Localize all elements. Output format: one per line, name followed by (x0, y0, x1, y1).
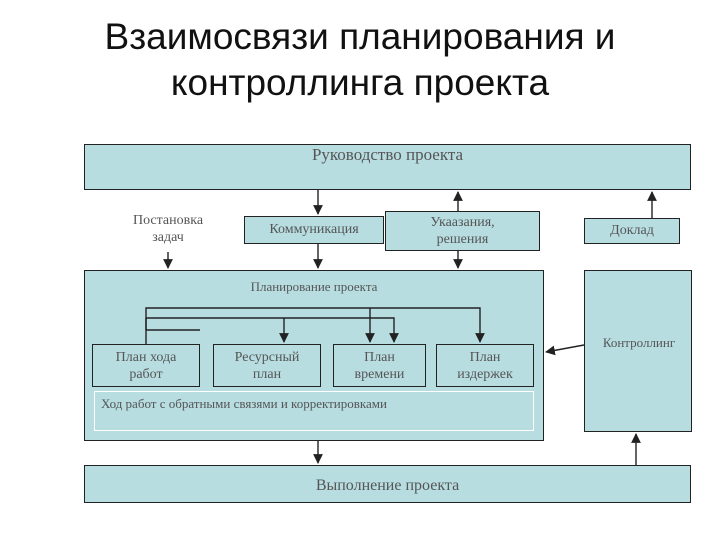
report-box: Доклад (584, 218, 680, 244)
time-plan-line1: План (364, 349, 395, 365)
controlling-label: Контроллинг (602, 335, 676, 350)
arrow-controlling-to-planning (545, 344, 585, 356)
resource-plan-line2: план (252, 366, 282, 382)
feedback-loop-inner (146, 317, 399, 343)
feedback-loop-outer (145, 307, 485, 344)
resource-plan-line1: Ресурсный (234, 349, 300, 365)
resource-plan-box: Ресурсный план (213, 344, 321, 387)
task-setting-line1: Постановка (132, 213, 204, 228)
work-progress-strip: Ход работ с обратными связями и корректи… (94, 391, 534, 431)
work-plan-line1: План хода (115, 349, 177, 365)
work-plan-line2: работ (129, 366, 163, 382)
work-plan-box: План хода работ (92, 344, 200, 387)
work-progress-label: Ход работ с обратными связями и корректи… (101, 396, 387, 411)
slide-title: Взаимосвязи планирования и контроллинга … (0, 14, 720, 106)
cost-plan-box: План издержек (436, 344, 534, 387)
cost-plan-line2: издержек (457, 366, 513, 382)
controlling-box: Контроллинг (584, 270, 692, 432)
communication-label: Коммуникация (269, 222, 359, 237)
instructions-line2: решения (436, 232, 489, 247)
management-label: Руководство проекта (311, 145, 464, 164)
management-box: Руководство проекта (84, 144, 691, 190)
report-label: Доклад (610, 223, 654, 238)
planning-label: Планирование проекта (250, 279, 378, 294)
cost-plan-line1: План (469, 349, 501, 365)
task-setting-label: Постановка задач (106, 212, 230, 246)
slide-title-line1: Взаимосвязи планирования и (104, 16, 616, 57)
instructions-box: Укаазания, решения (385, 211, 540, 251)
time-plan-line2: времени (354, 366, 405, 382)
time-plan-box: План времени (333, 344, 426, 387)
task-setting-line2: задач (152, 230, 184, 245)
execution-label: Выполнение проекта (315, 477, 460, 494)
instructions-line1: Укаазания, (430, 215, 495, 230)
execution-box: Выполнение проекта (84, 465, 691, 503)
communication-box: Коммуникация (244, 216, 384, 244)
slide-title-line2: контроллинга проекта (170, 62, 550, 103)
